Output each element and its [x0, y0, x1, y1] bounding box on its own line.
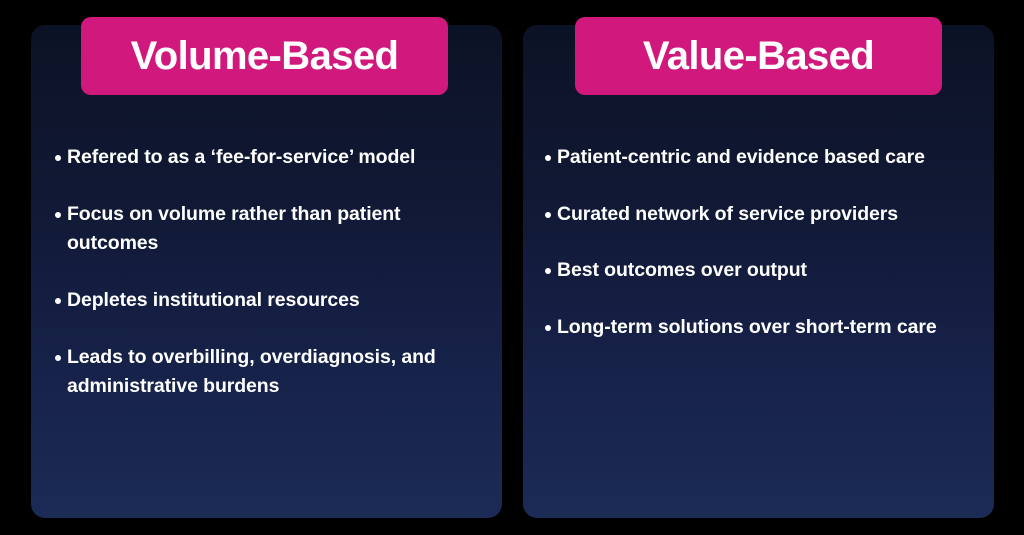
list-item: Patient-centric and evidence based care	[545, 143, 978, 173]
bullet-dot-icon	[55, 297, 61, 304]
panel-header-value-based: Value-Based	[575, 17, 942, 95]
bullet-dot-icon	[545, 211, 551, 218]
bullet-text: Refered to as a ‘fee-for-service’ model	[67, 146, 416, 168]
bullet-dot-icon	[55, 155, 61, 161]
list-item: Curated network of service providers	[545, 200, 978, 230]
list-item: Best outcomes over output	[545, 256, 978, 286]
panel-title-value-based: Value-Based	[642, 34, 875, 78]
bullet-text: Curated network of service providers	[557, 202, 899, 225]
panel-volume-based: Volume-Based Refered to as a ‘fee-for-se…	[31, 17, 502, 518]
panel-header-volume-based: Volume-Based	[81, 17, 448, 95]
list-item: Leads to overbilling, overdiagnosis, and…	[55, 343, 484, 402]
bullet-list-value-based: Patient-centric and evidence based care …	[545, 143, 978, 343]
bullet-text: Best outcomes over output	[557, 259, 807, 282]
bullet-dot-icon	[545, 268, 551, 275]
bullet-dot-icon	[545, 324, 551, 331]
bullet-text: Long-term solutions over short-term care	[557, 315, 937, 338]
panel-title-volume-based: Volume-Based	[130, 34, 399, 78]
bullet-list-volume-based: Refered to as a ‘fee-for-service’ model …	[55, 143, 484, 402]
panel-value-based: Value-Based Patient-centric and evidence…	[523, 17, 994, 518]
bullet-text: Depletes institutional resources	[67, 288, 360, 311]
bullet-text: Focus on volume rather than patient outc…	[67, 202, 401, 255]
bullet-text: Leads to overbilling, overdiagnosis, and…	[67, 345, 436, 398]
list-item: Depletes institutional resources	[55, 286, 484, 316]
list-item: Focus on volume rather than patient outc…	[55, 200, 484, 259]
bullet-dot-icon	[545, 155, 551, 161]
bullet-dot-icon	[55, 211, 61, 218]
bullet-text: Patient-centric and evidence based care	[557, 146, 925, 168]
list-item: Long-term solutions over short-term care	[545, 313, 978, 343]
list-item: Refered to as a ‘fee-for-service’ model	[55, 143, 484, 173]
bullet-dot-icon	[55, 354, 61, 361]
